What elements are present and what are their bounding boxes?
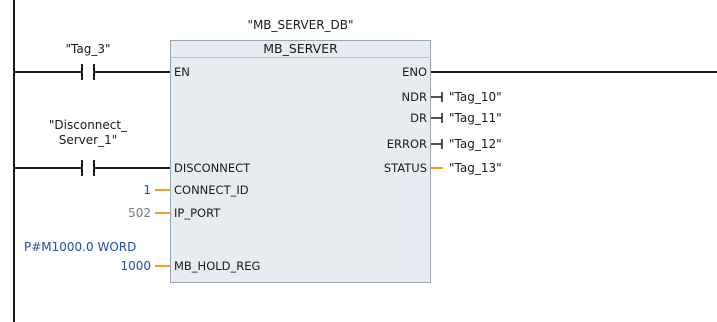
output-tag-status[interactable]: "Tag_13" [449, 161, 502, 175]
pin-error: ERROR [386, 137, 427, 151]
pin-ip-port: IP_PORT [174, 206, 221, 220]
param-hold-reg-address[interactable]: P#M1000.0 WORD [24, 240, 137, 254]
pin-disconnect: DISCONNECT [174, 161, 251, 175]
block-title: MB_SERVER [263, 41, 338, 56]
arrow-ndr [431, 92, 443, 102]
pin-connect-id: CONNECT_ID [174, 183, 249, 197]
output-tag-dr[interactable]: "Tag_11" [449, 111, 502, 125]
arrow-error [431, 139, 443, 149]
pin-status: STATUS [383, 161, 427, 175]
pin-ndr: NDR [401, 90, 427, 104]
param-connect-id-value[interactable]: 1 [143, 183, 151, 197]
param-hold-reg-length[interactable]: 1000 [120, 259, 151, 273]
contact-disconnect-label-line1[interactable]: "Disconnect_ [48, 118, 128, 132]
mb-server-block[interactable] [170, 40, 431, 283]
pin-eno: ENO [402, 65, 427, 79]
output-tag-ndr[interactable]: "Tag_10" [449, 90, 502, 104]
output-tag-error[interactable]: "Tag_12" [449, 137, 502, 151]
arrow-dr [431, 113, 443, 123]
contact-disconnect-label-line2[interactable]: Server_1" [58, 133, 118, 147]
mb-server-block-header [170, 40, 431, 58]
pin-mb-hold-reg: MB_HOLD_REG [174, 259, 261, 273]
pin-en: EN [174, 65, 190, 79]
pin-dr: DR [410, 111, 427, 125]
instance-db-label: "MB_SERVER_DB" [247, 18, 354, 32]
contact-tag3-label[interactable]: "Tag_3" [65, 42, 111, 56]
param-ip-port-value[interactable]: 502 [128, 206, 151, 220]
